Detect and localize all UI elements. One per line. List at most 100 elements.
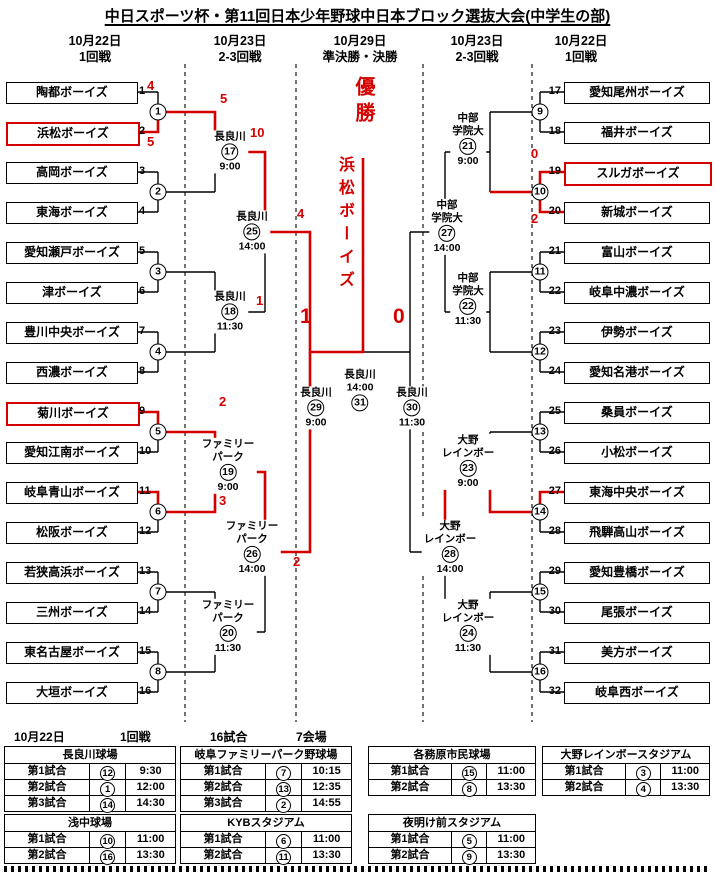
team-box: 富山ボーイズ xyxy=(564,242,710,264)
seed-number: 27 xyxy=(548,485,561,497)
game-label: 第2試合 xyxy=(181,848,266,863)
game-number-cell: 10 xyxy=(90,832,127,849)
game-number-cell: 16 xyxy=(90,848,127,865)
game-label: 第2試合 xyxy=(5,848,90,863)
venue-name: 大野レインボースタジアム xyxy=(543,747,709,764)
game-number-badge: 14 xyxy=(531,503,549,521)
game-label: 第2試合 xyxy=(181,780,266,795)
game-time: 10:15 xyxy=(312,765,341,777)
venue-name-line: 長良川 xyxy=(236,210,268,223)
game-number-badge: 25 xyxy=(243,223,261,241)
game-time: 9:30 xyxy=(139,765,162,777)
team-box: 三州ボーイズ xyxy=(6,602,138,624)
game-number-badge: 14 xyxy=(100,798,116,813)
score-annotation: 2 xyxy=(293,554,301,569)
game-number-badge: 19 xyxy=(219,464,237,482)
game-time: 11:30 xyxy=(216,320,244,333)
game-time: 13:30 xyxy=(497,849,526,861)
seed-number: 25 xyxy=(548,405,561,417)
venue-name: 浅中球場 xyxy=(5,815,175,832)
game-number-badge: 11 xyxy=(531,263,549,281)
game-time: 14:00 xyxy=(346,381,374,394)
venue-name-line: パーク xyxy=(212,611,244,624)
game-time: 12:00 xyxy=(136,781,165,793)
game-time: 13:30 xyxy=(671,781,700,793)
game-number-cell: 6 xyxy=(266,832,303,849)
game-number-badge: 1 xyxy=(149,103,167,121)
venue-name-line: ファミリー xyxy=(225,519,279,532)
team-box: 東海ボーイズ xyxy=(6,202,138,224)
team-box: 岐阜西ボーイズ xyxy=(564,682,710,704)
game-time: 14:30 xyxy=(136,797,165,809)
game-number-badge: 6 xyxy=(149,503,167,521)
seed-number: 2 xyxy=(139,125,146,137)
venue-name-line: ファミリー xyxy=(201,437,255,450)
game-number-cell: 2 xyxy=(266,796,303,813)
team-box: 小松ボーイズ xyxy=(564,442,710,464)
game-number-cell: 15 xyxy=(452,764,488,781)
game-time: 13:30 xyxy=(497,781,526,793)
game-number-cell: 9 xyxy=(452,848,488,865)
column-date: 10月22日 xyxy=(68,34,122,48)
score-annotation: 1 xyxy=(300,305,312,328)
game-number-cell: 3 xyxy=(626,764,662,781)
bottom-ticks xyxy=(4,866,711,872)
seed-number: 19 xyxy=(548,165,561,177)
score-annotation: 4 xyxy=(147,78,155,93)
team-box: 愛知瀬戸ボーイズ xyxy=(6,242,138,264)
game-number-badge: 3 xyxy=(149,263,167,281)
column-date: 10月23日 xyxy=(213,34,267,48)
team-box: 豊川中央ボーイズ xyxy=(6,322,138,344)
schedule-header-item: 1回戦 xyxy=(120,730,151,744)
game-label: 第3試合 xyxy=(181,796,266,811)
game-time: 9:00 xyxy=(305,416,327,429)
game-time: 11:00 xyxy=(136,833,165,845)
game-number-cell: 14 xyxy=(90,796,127,813)
seed-number: 28 xyxy=(548,525,561,537)
game-label: 第1試合 xyxy=(5,764,90,779)
column-round: 1回戦 xyxy=(79,50,111,65)
game-time: 9:00 xyxy=(457,155,479,168)
venue-name-line: 長良川 xyxy=(300,386,332,399)
game-number-badge: 8 xyxy=(149,663,167,681)
game-number-badge: 5 xyxy=(149,423,167,441)
score-annotation: 0 xyxy=(393,305,405,328)
game-time: 11:00 xyxy=(312,833,341,845)
seed-number: 21 xyxy=(548,245,561,257)
seed-number: 31 xyxy=(548,645,561,657)
team-box: 福井ボーイズ xyxy=(564,122,710,144)
game-time: 11:00 xyxy=(497,765,525,777)
seed-number: 5 xyxy=(139,245,146,257)
game-number-cell: 13 xyxy=(266,780,303,797)
venue-name-line: レインボー xyxy=(423,532,477,545)
score-annotation: 5 xyxy=(147,134,155,149)
score-annotation: 2 xyxy=(531,211,539,226)
seed-number: 8 xyxy=(139,365,146,377)
score-annotation: 1 xyxy=(256,293,264,308)
game-time: 14:00 xyxy=(436,563,464,576)
column-round: 準決勝・決勝 xyxy=(322,50,398,65)
team-box: 津ボーイズ xyxy=(6,282,138,304)
venue-name: 長良川球場 xyxy=(5,747,175,764)
seed-number: 9 xyxy=(139,405,146,417)
game-number-badge: 5 xyxy=(461,834,477,849)
column-date: 10月29日 xyxy=(333,34,387,48)
venue-name: 岐阜ファミリーパーク野球場 xyxy=(181,747,351,764)
game-number-badge: 12 xyxy=(100,766,116,781)
score-annotation: 4 xyxy=(297,206,305,221)
